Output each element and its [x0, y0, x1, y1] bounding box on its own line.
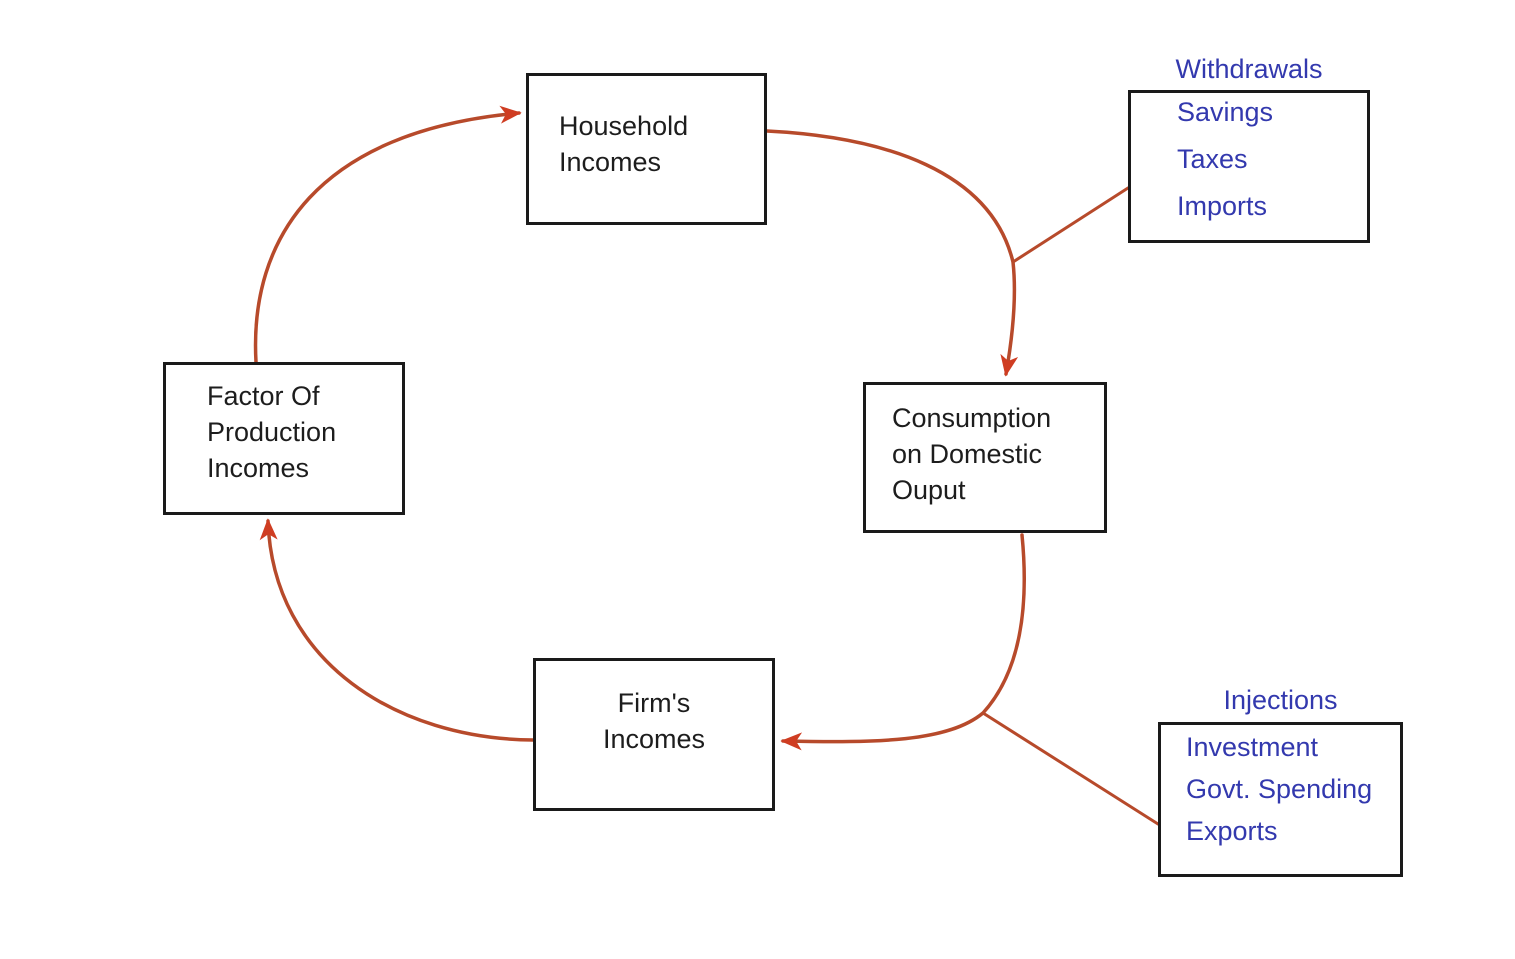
node-label-line: Incomes: [207, 453, 310, 483]
node-label-line: Incomes: [559, 147, 662, 177]
node-label-line: Production: [207, 417, 337, 447]
withdrawal-item-imports: Imports: [1177, 191, 1268, 221]
injections-title: Injections: [1223, 685, 1338, 715]
node-label-line: Incomes: [602, 724, 706, 754]
injections-box: Investment Govt. Spending Exports: [1158, 722, 1403, 877]
flow-arrow-consumption-to-firms: [780, 533, 1026, 751]
node-label-line: Household: [559, 111, 689, 141]
flow-arrow-household-to-consumption: [765, 129, 1019, 377]
withdrawal-item-taxes: Taxes: [1177, 144, 1248, 174]
node-label-line: Factor Of: [207, 381, 320, 411]
injection-item-investment: Investment: [1186, 732, 1319, 762]
injections-connector-line: [981, 711, 1160, 826]
withdrawals-box: Savings Taxes Imports: [1128, 90, 1370, 243]
node-label-line: Consumption: [892, 403, 1052, 433]
withdrawal-item-savings: Savings: [1177, 97, 1274, 127]
flow-arrow-factor-to-household: [253, 105, 522, 364]
node-firms-incomes: Firm's Incomes: [533, 658, 775, 811]
node-factor-of-production-incomes: Factor Of Production Incomes: [163, 362, 405, 515]
injection-item-govt-spending: Govt. Spending: [1186, 774, 1373, 804]
injection-item-exports: Exports: [1186, 816, 1278, 846]
withdrawals-connector-line: [1011, 186, 1130, 264]
flow-arrow-firms-to-factor: [259, 518, 535, 742]
node-label-line: on Domestic: [892, 439, 1043, 469]
node-consumption-on-domestic-ouput: Consumption on Domestic Ouput: [863, 382, 1107, 533]
node-household-incomes: Household Incomes: [526, 73, 767, 225]
node-label-line: Firm's: [617, 688, 691, 718]
withdrawals-title: Withdrawals: [1175, 54, 1323, 84]
node-label-line: Ouput: [892, 475, 966, 505]
